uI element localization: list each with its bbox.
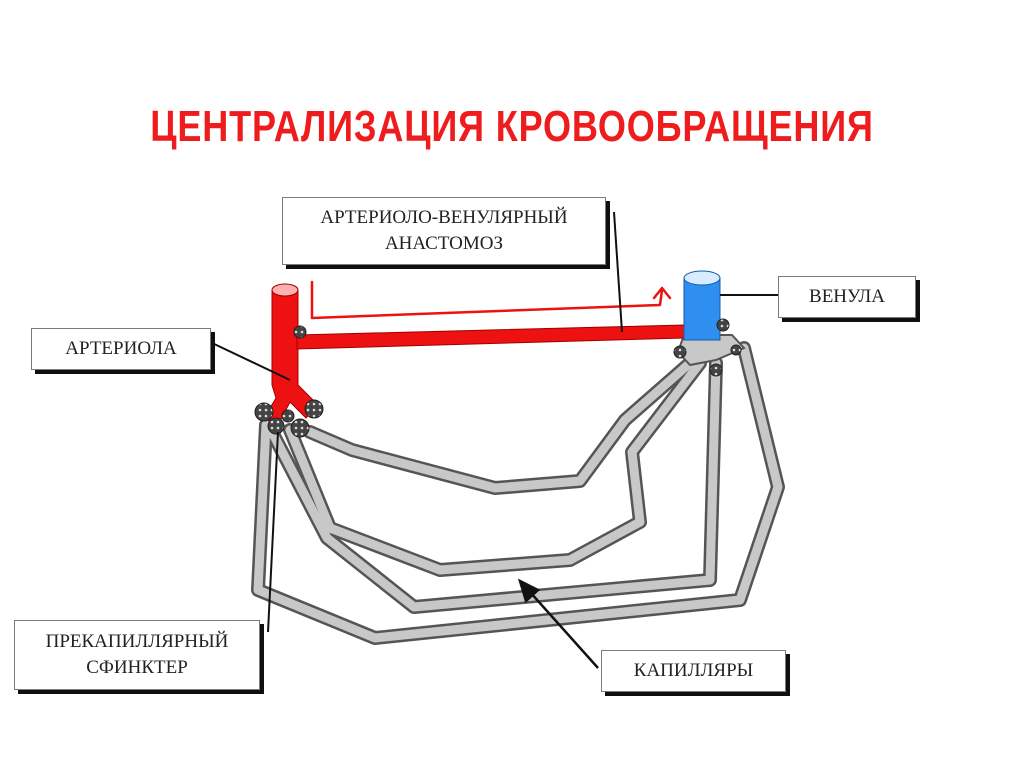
sphincter-knot <box>730 344 742 356</box>
label-arteriole-text: АРТЕРИОЛА <box>65 338 177 360</box>
label-capillaries: КАПИЛЛЯРЫ <box>601 650 786 692</box>
label-anastomosis: АРТЕРИОЛО-ВЕНУЛЯРНЫЙ АНАСТОМОЗ <box>282 197 606 265</box>
label-venule: ВЕНУЛА <box>778 276 916 318</box>
label-arteriole: АРТЕРИОЛА <box>31 328 211 370</box>
sphincter-knot <box>304 399 324 419</box>
arteriole-vessel <box>263 283 319 426</box>
sphincter-knot <box>281 409 295 423</box>
pointer-lines <box>209 211 778 633</box>
pointer-anastomosis <box>613 211 623 333</box>
sphincter-knot <box>709 363 723 377</box>
sphincter-ring-icon <box>254 318 742 438</box>
capillaries-arrow <box>517 578 599 669</box>
label-venule-text: ВЕНУЛА <box>809 286 885 308</box>
pointer-arteriole <box>209 341 291 381</box>
sphincter-knot <box>293 325 307 339</box>
label-sphincter: ПРЕКАПИЛЛЯРНЫЙ СФИНКТЕР <box>14 620 260 690</box>
sphincter-knot <box>254 402 274 422</box>
anastomosis-vessel <box>296 324 685 350</box>
sphincter-knot <box>673 345 687 359</box>
label-anastomosis-line2: АНАСТОМОЗ <box>384 233 504 254</box>
arteriole-top <box>271 283 299 297</box>
venule-top <box>683 270 721 286</box>
label-anastomosis-line1: АРТЕРИОЛО-ВЕНУЛЯРНЫЙ <box>320 207 568 229</box>
pointer-sphincter <box>267 431 279 633</box>
sphincter-knot <box>290 418 310 438</box>
diagram-title: ЦЕНТРАЛИЗАЦИЯ КРОВООБРАЩЕНИЯ <box>150 102 874 151</box>
capillary-network <box>251 341 785 645</box>
label-capillaries-text: КАПИЛЛЯРЫ <box>633 660 754 682</box>
sphincter-knot <box>267 417 285 435</box>
label-sphincter-line1: ПРЕКАПИЛЛЯРНЫЙ <box>45 631 229 653</box>
venule-vessel <box>683 270 721 341</box>
label-sphincter-line2: СФИНКТЕР <box>86 657 188 678</box>
flow-arrow-icon <box>310 280 672 320</box>
sphincter-knot <box>716 318 730 332</box>
